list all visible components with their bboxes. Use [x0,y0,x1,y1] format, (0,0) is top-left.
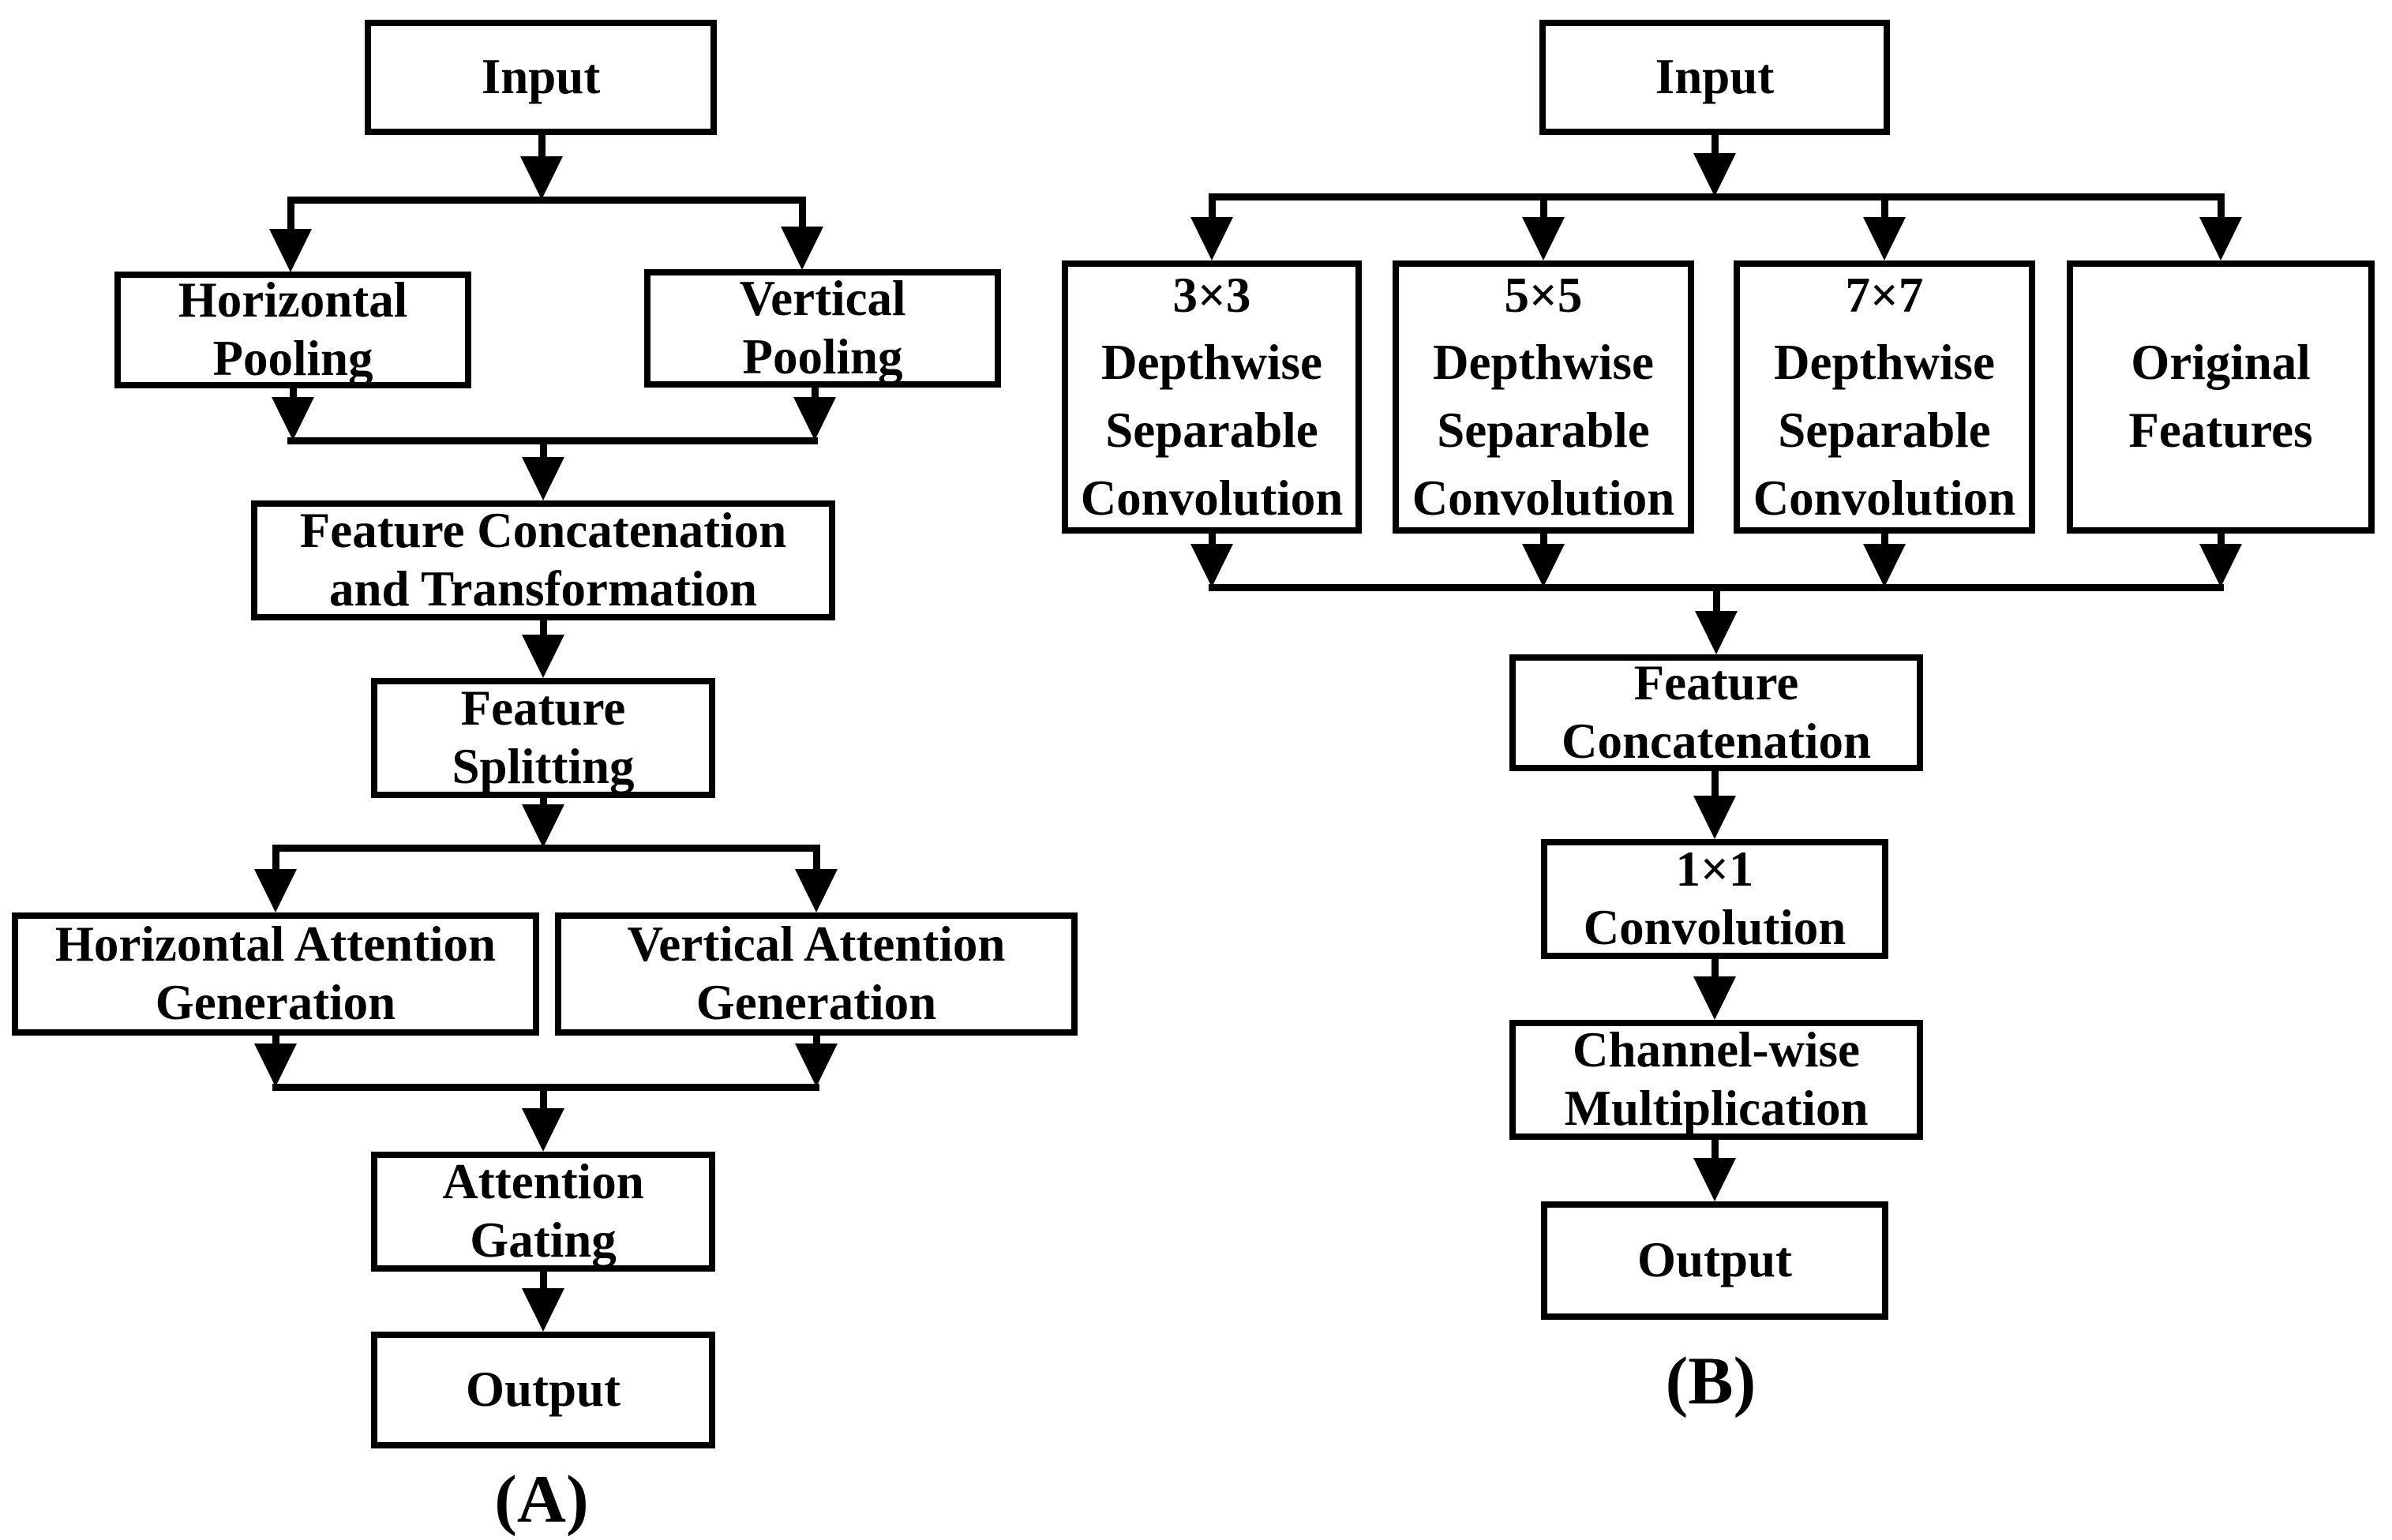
connector-b-dsc3-stem [1209,534,1216,553]
arrowhead-a-vag-merge [795,1044,838,1087]
node-feature-concat-transform: Feature Concatenation and Transformation [251,500,835,620]
node-output-b: Output [1541,1201,1888,1320]
connector-a-concat-stem [540,620,547,641]
arrowhead-b-original-merge [2199,544,2242,587]
connector-b-original-stem [2218,534,2225,553]
arrowhead-a-vpool-merge [793,397,836,440]
connector-b-dsc5-stem [1540,534,1547,553]
connector-b-input-stem [1712,133,1719,162]
node-dsc-3x3: 3×3 Depthwise Separable Convolution [1062,260,1362,534]
node-channel-wise-multiplication: Channel-wise Multiplication [1509,1020,1923,1140]
arrowhead-b-to-dsc7 [1863,217,1906,260]
arrowhead-b-to-cwm [1693,976,1736,1020]
panel-b-caption: (B) [1665,1343,1757,1418]
node-original-features: Original Features [2067,260,2375,534]
arrowhead-a-to-splitting [522,635,564,678]
arrowhead-b-dsc7-merge [1863,544,1906,587]
arrowhead-b-dsc5-merge [1522,544,1565,587]
connector-a-split1-right-stem [799,197,806,236]
node-vertical-attention-generation: Vertical Attention Generation [555,912,1078,1036]
connector-a-gating-stem [540,1272,547,1295]
arrowhead-a-to-output [522,1288,564,1332]
arrowhead-b-to-output [1693,1158,1736,1201]
connector-b-dsc7-stem [1881,534,1888,553]
connector-a-merge2-stem [540,1091,547,1115]
panel-a-caption: (A) [494,1461,589,1537]
connector-a-split1-left-stem [287,197,294,236]
connector-a-split2-left-stem [272,845,279,876]
node-feature-concatenation: Feature Concatenation [1509,654,1923,771]
connector-b-fc-stem [1712,771,1719,801]
connector-a-merge1-line [287,437,818,444]
arrowhead-b-input [1693,153,1736,197]
arrowhead-b-to-dsc5 [1522,217,1565,260]
arrowhead-a-to-vag [795,869,838,912]
node-feature-splitting: Feature Splitting [371,678,715,798]
connector-b-merge-line [1209,584,2224,591]
connector-a-merge1-stem [540,444,547,465]
connector-b-branch3-stem [1881,193,1888,227]
arrowhead-b-to-conv [1693,796,1736,839]
arrowhead-a-to-vpool [781,227,823,270]
node-vertical-pooling: Vertical Pooling [644,269,1001,388]
arrowhead-a-to-hag [254,869,297,912]
arrowhead-a-input [520,156,563,200]
arrowhead-a-split2 [522,804,564,848]
connector-a-split2-right-stem [813,845,820,876]
node-horizontal-attention-generation: Horizontal Attention Generation [12,912,539,1036]
node-conv-1x1: 1×1 Convolution [1541,839,1888,959]
arrowhead-a-to-gating [522,1108,564,1152]
arrowhead-a-hpool-merge [272,397,314,440]
node-input-b: Input [1539,20,1890,135]
connector-a-split1-line [287,197,805,204]
connector-b-branch2-stem [1540,193,1547,227]
connector-b-split-line [1209,193,2224,200]
connector-b-merge-stem [1713,591,1720,615]
node-output-a: Output [371,1332,715,1448]
connector-b-conv-stem [1712,959,1719,984]
node-input-a: Input [365,20,717,135]
arrowhead-a-hag-merge [254,1044,297,1087]
connector-a-merge2-line [272,1084,819,1091]
arrowhead-b-to-fc [1695,611,1738,654]
arrowhead-b-to-original [2199,217,2242,260]
node-dsc-7x7: 7×7 Depthwise Separable Convolution [1734,260,2035,534]
arrowhead-a-to-hpool [269,229,312,272]
arrowhead-b-dsc3-merge [1190,544,1233,587]
node-attention-gating: Attention Gating [371,1152,715,1272]
connector-a-input-stem [538,133,546,163]
node-dsc-5x5: 5×5 Depthwise Separable Convolution [1393,260,1694,534]
connector-a-split2-line [272,845,819,852]
connector-b-branch4-stem [2218,193,2225,227]
arrowhead-b-to-dsc3 [1190,217,1233,260]
arrowhead-a-to-concat [522,457,564,500]
connector-b-branch1-stem [1209,193,1216,227]
connector-b-cwm-stem [1712,1140,1719,1165]
node-horizontal-pooling: Horizontal Pooling [114,272,471,388]
